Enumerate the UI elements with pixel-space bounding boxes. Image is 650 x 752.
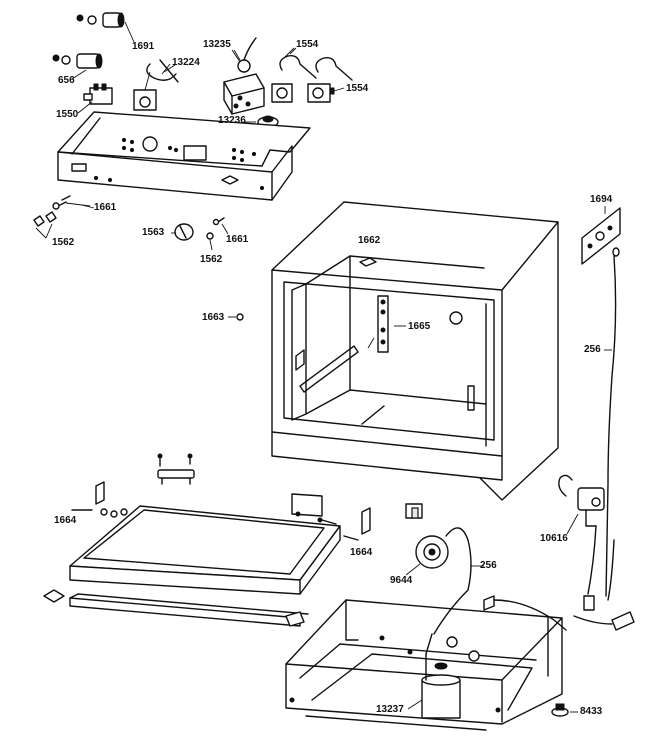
part-1694-plate — [581, 206, 621, 265]
label-1691: 1691 — [132, 41, 155, 52]
label-13236: 13236 — [218, 115, 246, 126]
label-1550: 1550 — [56, 109, 79, 120]
label-1554-a: 1554 — [296, 39, 319, 50]
part-9644-motor — [405, 527, 472, 591]
label-656: 656 — [58, 75, 75, 86]
part-656-capacitor — [52, 53, 103, 80]
label-1665: 1665 — [408, 321, 431, 332]
part-base-frame — [285, 595, 567, 731]
part-control-panel — [57, 111, 311, 201]
label-13237: 13237 — [376, 704, 404, 715]
label-1694: 1694 — [590, 194, 613, 205]
label-9644: 9644 — [390, 575, 413, 586]
part-door-handle — [157, 453, 195, 485]
part-kick-strip — [43, 589, 309, 627]
label-256-a: 256 — [584, 344, 601, 355]
part-1664-hinge-left — [71, 481, 128, 518]
label-1664-b: 1664 — [350, 547, 373, 558]
part-1661-screw-right — [212, 217, 229, 235]
label-1664-a: 1664 — [54, 515, 77, 526]
part-1663-nut — [228, 313, 244, 321]
label-1554-b: 1554 — [346, 83, 369, 94]
label-1662: 1662 — [358, 235, 381, 246]
part-1554-thermostat-a — [271, 47, 317, 103]
label-13235: 13235 — [203, 39, 231, 50]
part-door-panel — [69, 505, 341, 595]
part-13224-thermostat — [133, 59, 179, 111]
part-1554-thermostat-b — [307, 56, 353, 103]
label-1563: 1563 — [142, 227, 165, 238]
part-bracket-small — [405, 503, 423, 519]
label-1661-b: 1661 — [226, 234, 249, 245]
part-1661-screws-left — [52, 195, 91, 210]
leader-lines — [81, 47, 612, 567]
part-10616-switch — [558, 474, 635, 631]
label-1562-b: 1562 — [200, 254, 223, 265]
part-1562-clip-right — [206, 232, 214, 251]
part-13237-pump — [407, 589, 469, 719]
label-10616: 10616 — [540, 533, 568, 544]
label-1562-a: 1562 — [52, 237, 75, 248]
part-256-cord-upper — [605, 247, 620, 597]
part-cabinet — [271, 201, 559, 501]
label-8433: 8433 — [580, 706, 603, 717]
part-8433-foot — [551, 703, 578, 717]
label-13224: 13224 — [172, 57, 200, 68]
part-13235-timer — [223, 37, 265, 115]
part-1562-clips-left — [33, 211, 57, 239]
label-256-b: 256 — [480, 560, 497, 571]
part-1664-hinge-right — [291, 493, 371, 541]
part-1550-switch — [77, 83, 113, 114]
label-1663: 1663 — [202, 312, 225, 323]
part-1691-capacitor — [76, 12, 135, 43]
part-1563-knob — [174, 223, 194, 241]
label-1661-a: 1661 — [94, 202, 117, 213]
